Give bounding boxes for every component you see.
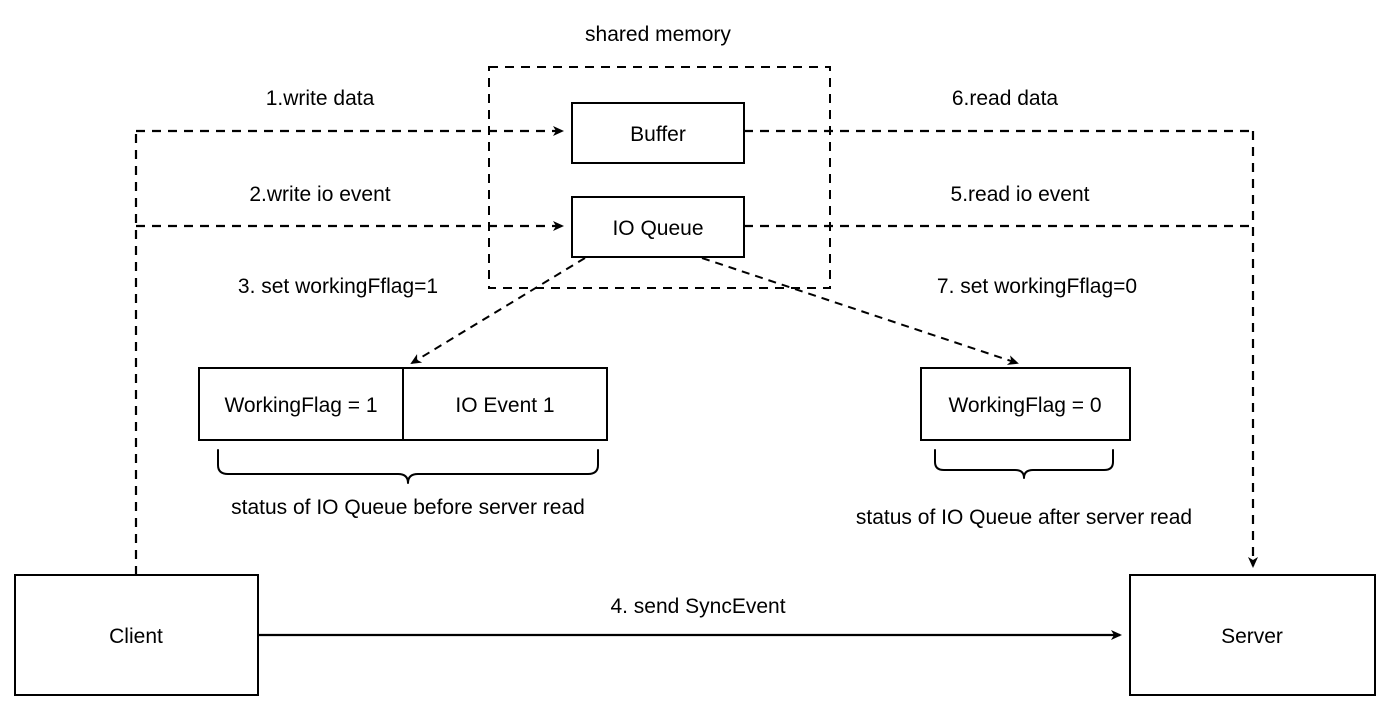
step-3-label: 3. set workingFflag=1 xyxy=(238,275,438,298)
client-box xyxy=(14,574,259,696)
after-state-brace xyxy=(934,449,1114,479)
before-state-caption: status of IO Queue before server read xyxy=(231,496,585,519)
step-5-label: 5.read io event xyxy=(951,183,1090,206)
after-state-box xyxy=(920,367,1131,441)
before-state-brace xyxy=(217,449,599,484)
step-2-label: 2.write io event xyxy=(249,183,390,206)
step-7-label: 7. set workingFflag=0 xyxy=(937,275,1137,298)
after-state-caption: status of IO Queue after server read xyxy=(856,506,1192,529)
buffer-box xyxy=(571,102,745,164)
step-6-label: 6.read data xyxy=(952,87,1059,110)
io-queue-to-after-state-arrow xyxy=(701,257,1019,365)
io-queue-to-before-state-arrow xyxy=(410,257,586,365)
shared-memory-region xyxy=(488,66,831,289)
step-4-label: 4. send SyncEvent xyxy=(610,595,785,618)
working-flag-before-label: WorkingFlag = 1 xyxy=(224,394,377,417)
io-queue-label: IO Queue xyxy=(612,217,703,240)
step-1-label: 1.write data xyxy=(266,87,375,110)
buffer-label: Buffer xyxy=(630,123,686,146)
io-event-1-label: IO Event 1 xyxy=(455,394,554,417)
client-label: Client xyxy=(109,625,163,648)
working-flag-after-label: WorkingFlag = 0 xyxy=(948,394,1101,417)
shared-memory-title: shared memory xyxy=(585,23,731,46)
server-label: Server xyxy=(1221,625,1283,648)
server-box xyxy=(1129,574,1376,696)
io-queue-box xyxy=(571,196,745,258)
